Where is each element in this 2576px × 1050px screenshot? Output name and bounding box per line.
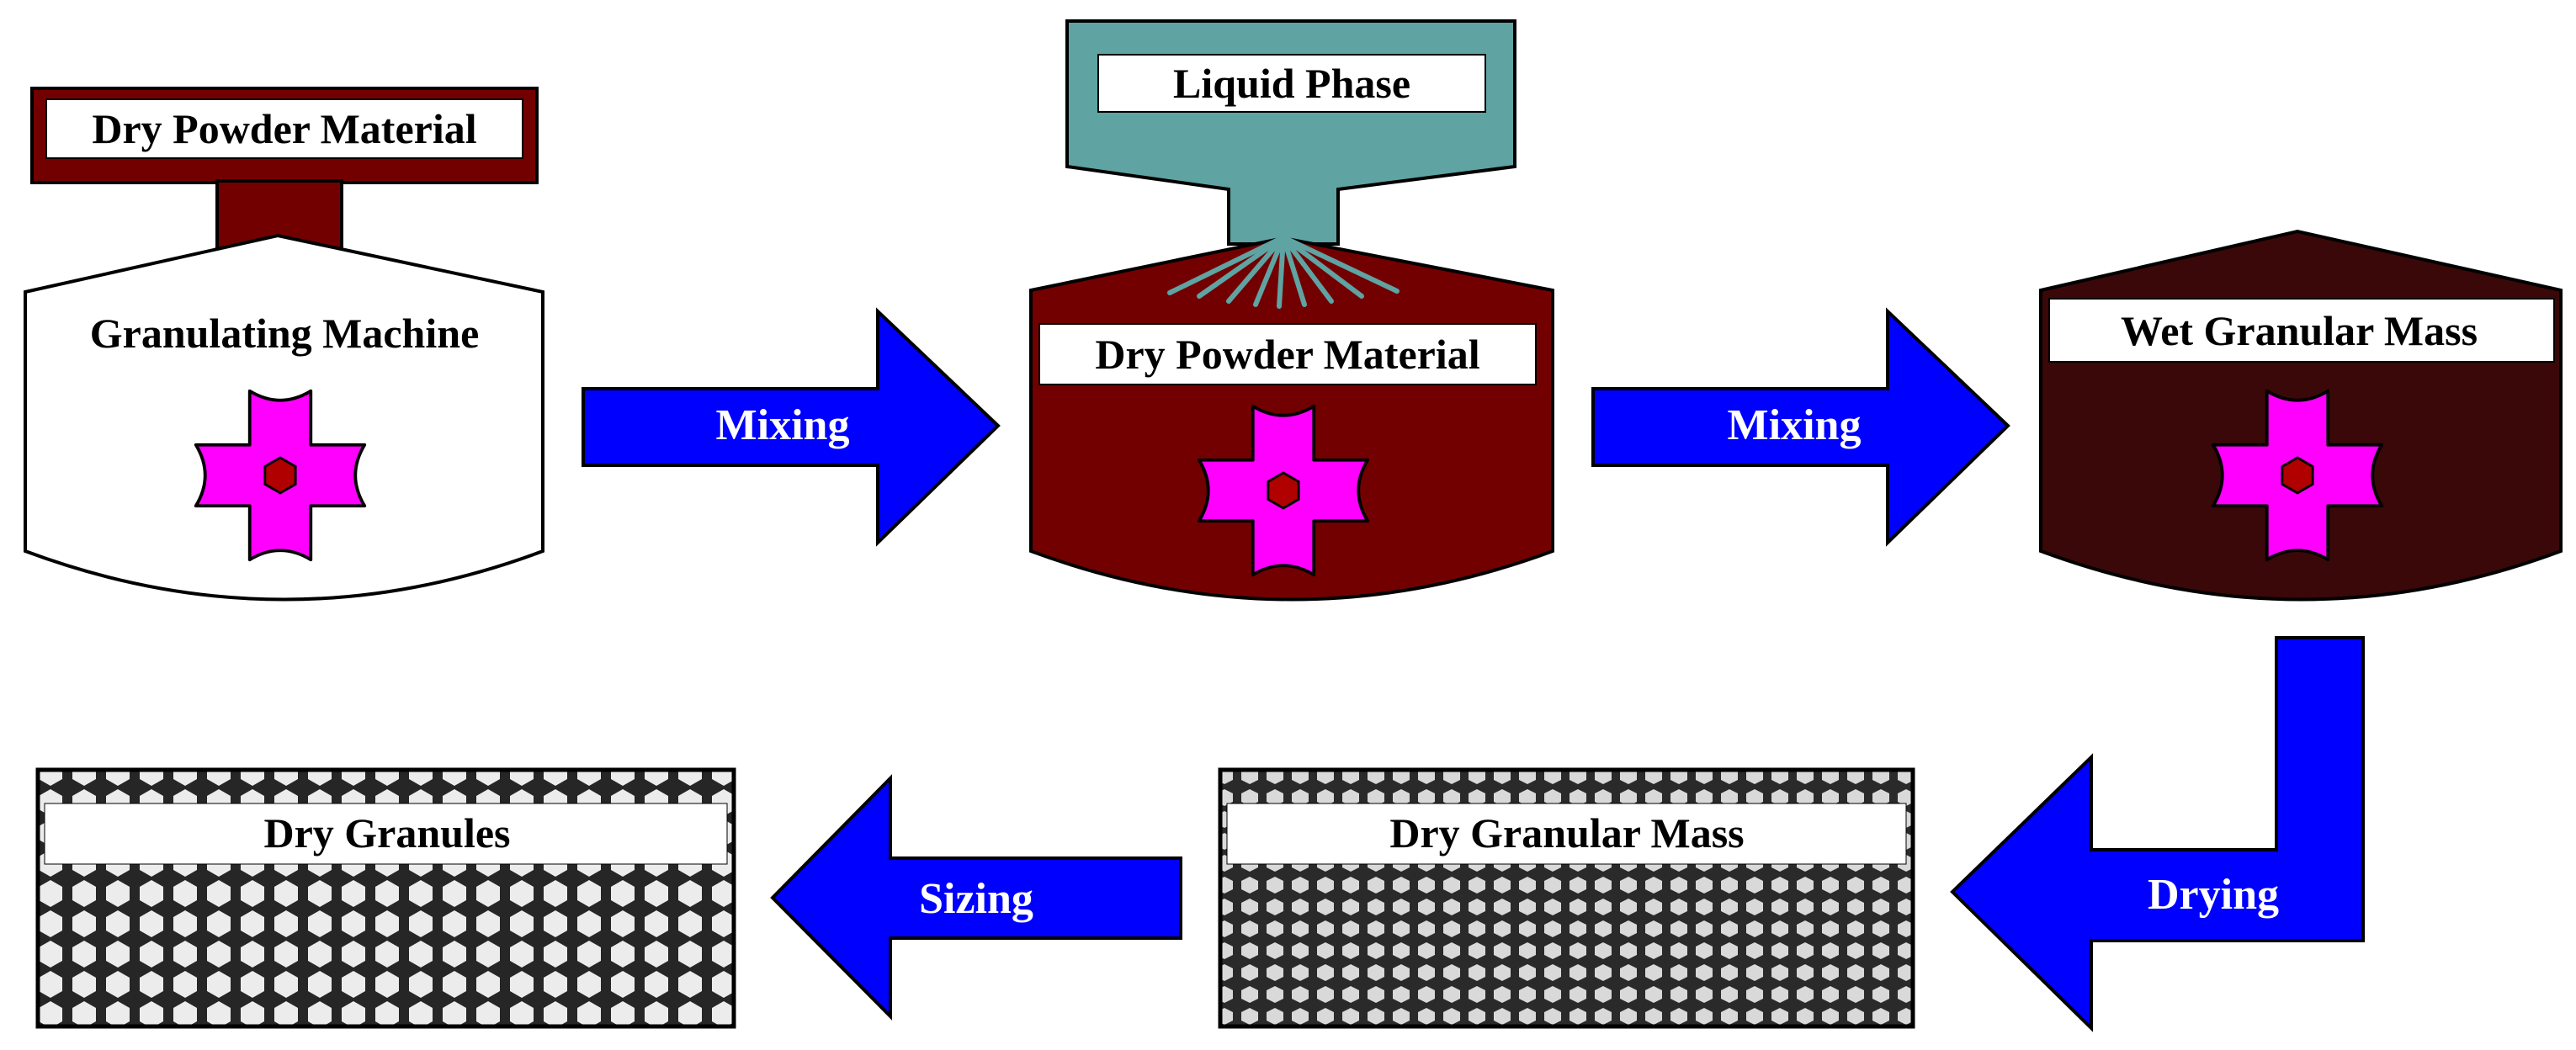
stage2-liquid-hopper: Liquid Phase (1065, 19, 1516, 246)
stage4-tray: Dry Granular Mass (1218, 767, 1915, 1029)
stage4-tray-label-box (1226, 803, 1907, 865)
mixing-arrow-2-label: Mixing (1728, 401, 1862, 449)
stage5-tray-label-box (44, 803, 728, 865)
stage1-hopper-label-box (45, 98, 523, 159)
stage3-machine-label: Wet Granular Mass (2121, 307, 2478, 354)
mixing-arrow-1: Mixing (582, 307, 1001, 547)
stage2-machine-label-box (1038, 323, 1537, 385)
stage4-tray-label: Dry Granular Mass (1389, 809, 1744, 856)
stage2-hopper-label-box (1097, 54, 1486, 113)
stage1-hopper-label: Dry Powder Material (92, 105, 476, 152)
stage1-machine-label: Granulating Machine (90, 310, 480, 357)
stage5-tray-label: Dry Granules (263, 809, 510, 856)
sizing-arrow: Sizing (770, 774, 1182, 1021)
stage1-machine: Granulating Machine (24, 233, 544, 602)
stage2-machine-label: Dry Powder Material (1095, 331, 1479, 378)
liquid-spray (1167, 235, 1400, 309)
sizing-arrow-label: Sizing (919, 875, 1033, 923)
stage3-machine-label-box (2048, 298, 2555, 363)
stage3-machine: Wet Granular Mass (2039, 229, 2563, 602)
stage5-tray: Dry Granules (35, 767, 736, 1029)
stage2-hopper-label: Liquid Phase (1173, 60, 1410, 107)
mixing-arrow-1-label: Mixing (716, 401, 850, 449)
drying-arrow-label: Drying (2148, 871, 2279, 919)
drying-arrow: Drying (1950, 636, 2365, 1032)
stage2-machine: Dry Powder Material (1029, 235, 1554, 602)
stage1-hopper: Dry Powder Material (30, 87, 539, 250)
mixing-arrow-2: Mixing (1591, 307, 2010, 547)
